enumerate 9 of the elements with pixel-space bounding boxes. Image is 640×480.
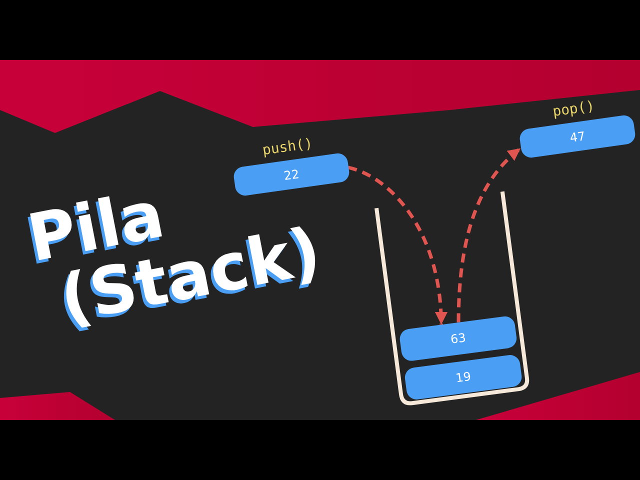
value-text: 19 [454,369,472,386]
dashed-arrow [456,146,522,322]
stack-container [374,191,530,407]
dashed-arrow [348,166,447,325]
method-label: push() [261,135,314,158]
value-text: 22 [282,166,300,182]
method-label: pop() [551,98,596,120]
value-text: 63 [449,330,466,347]
value-text: 47 [568,128,586,144]
